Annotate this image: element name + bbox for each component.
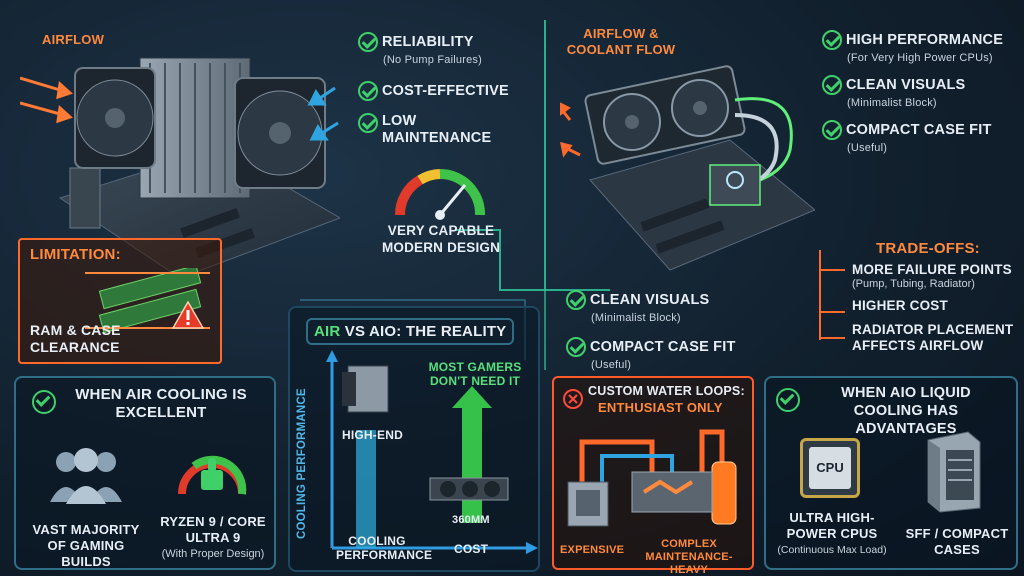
custom-loops-panel: CUSTOM WATER LOOPS: ENTHUSIAST ONLY EXPE… (552, 376, 754, 576)
check-icon (566, 290, 586, 310)
when-aio-title: WHEN AIO LIQUID COOLING HAS ADVANTAGES (841, 385, 971, 437)
custom-title-2: ENTHUSIAST ONLY (598, 400, 723, 415)
when-air-item1: VAST MAJORITY OF GAMING BUILDS (32, 522, 140, 569)
air-pro-reliability: RELIABILITY (No Pump Failures) (358, 32, 538, 69)
aio-pros-list: HIGH PERFORMANCE (For Very High Power CP… (822, 30, 1020, 157)
custom-title-1: CUSTOM WATER LOOPS: (588, 384, 745, 398)
most-gamers-label: MOST GAMERS DON'T NEED IT (428, 360, 522, 388)
custom-complex: COMPLEX MAINTENANCE-HEAVY (645, 538, 733, 576)
check-icon (566, 337, 586, 357)
center-pro-clean: CLEAN VISUALS (Minimalist Block) (566, 290, 756, 327)
mm-label: 360mm (452, 514, 490, 526)
left-airflow-label: AIRFLOW (42, 32, 105, 47)
tradeoff-failure-sub: (Pump, Tubing, Radiator) (852, 278, 975, 290)
tradeoffs-title: TRADE-OFFS: (876, 240, 980, 257)
warning-icon (172, 300, 204, 329)
thumbs-up-gauge-icon (178, 455, 247, 495)
users-group-icon (50, 448, 122, 504)
when-aio-item2: SFF / COMPACT CASES (905, 526, 1009, 557)
limitation-title: LIMITATION: (30, 246, 121, 263)
aio-pro-visuals: CLEAN VISUALS (Minimalist Block) (822, 75, 1020, 112)
tradeoffs-list: MORE FAILURE POINTS (Pump, Tubing, Radia… (852, 262, 1020, 354)
tradeoff-radiator: RADIATOR PLACEMENT AFFECTS AIRFLOW (852, 322, 1014, 353)
center-pros-list: CLEAN VISUALS (Minimalist Block) COMPACT… (566, 290, 756, 374)
check-circle-icon (32, 390, 56, 414)
check-icon (822, 120, 842, 140)
when-aio-item1-sub: (Continuous Max Load) (777, 544, 887, 556)
check-icon (358, 113, 378, 133)
check-circle-icon (776, 388, 800, 412)
air-cooler-illustration (20, 57, 340, 279)
water-loop-illustration (567, 429, 737, 527)
cpu-icon: CPU (800, 438, 860, 498)
x-circle-icon (563, 389, 583, 409)
gauge-caption: VERY CAPABLE MODERN DESIGN (381, 223, 501, 255)
air-pro-maintenance: LOW MAINTENANCE (358, 113, 538, 147)
aio-cooler-illustration (560, 65, 815, 271)
when-air-title: WHEN AIR COOLING IS EXCELLENT (75, 386, 247, 421)
limitation-text: RAM & CASE CLEARANCE (30, 322, 121, 355)
when-aio-item1: ULTRA HIGH-POWER CPUs (786, 510, 878, 541)
tradeoff-failure: MORE FAILURE POINTS (852, 262, 1012, 277)
limitation-box: LIMITATION: RAM & CASE CLEARANCE (18, 238, 222, 364)
check-icon (822, 75, 842, 95)
ram-illustration (85, 268, 210, 334)
custom-expensive: EXPENSIVE (560, 544, 625, 556)
x-axis-left-label: COOLING PERFORMANCE (336, 534, 433, 562)
check-icon (822, 30, 842, 50)
aio-pro-performance: HIGH PERFORMANCE (For Very High Power CP… (822, 30, 1020, 67)
air-pros-list: RELIABILITY (No Pump Failures) COST-EFFE… (358, 32, 538, 147)
when-air-item2: RYZEN 9 / CORE ULTRA 9 (160, 514, 266, 545)
air-pro-cost: COST-EFFECTIVE (358, 81, 538, 101)
compact-case-icon (927, 431, 981, 513)
when-aio-panel: WHEN AIO LIQUID COOLING HAS ADVANTAGES C… (764, 376, 1018, 570)
reality-chart (326, 350, 538, 554)
reality-title: AIR vs AIO: THE REALITY (306, 318, 515, 345)
right-airflow-label: AIRFLOW & COOLANT FLOW (566, 26, 676, 57)
aio-pro-compact: COMPACT CASE FIT (Useful) (822, 120, 1020, 157)
x-axis-right-label: COST (454, 542, 489, 556)
check-icon (358, 81, 378, 101)
high-end-label: HIGH-END (342, 428, 403, 442)
gauge-icon (394, 169, 486, 220)
cpu-chip-label: CPU (809, 447, 851, 489)
y-axis-label: COOLING PERFORMANCE (296, 388, 308, 540)
tradeoff-cost: HIGHER COST (852, 298, 948, 313)
when-air-panel: WHEN AIR COOLING IS EXCELLENT VAST MAJOR… (14, 376, 276, 570)
when-air-item2-sub: (With Proper Design) (161, 548, 265, 560)
check-icon (358, 32, 378, 52)
center-pro-compact: COMPACT CASE FIT (Useful) (566, 337, 756, 374)
reality-panel: AIR vs AIO: THE REALITY COOLING PERFORMA… (288, 306, 540, 572)
